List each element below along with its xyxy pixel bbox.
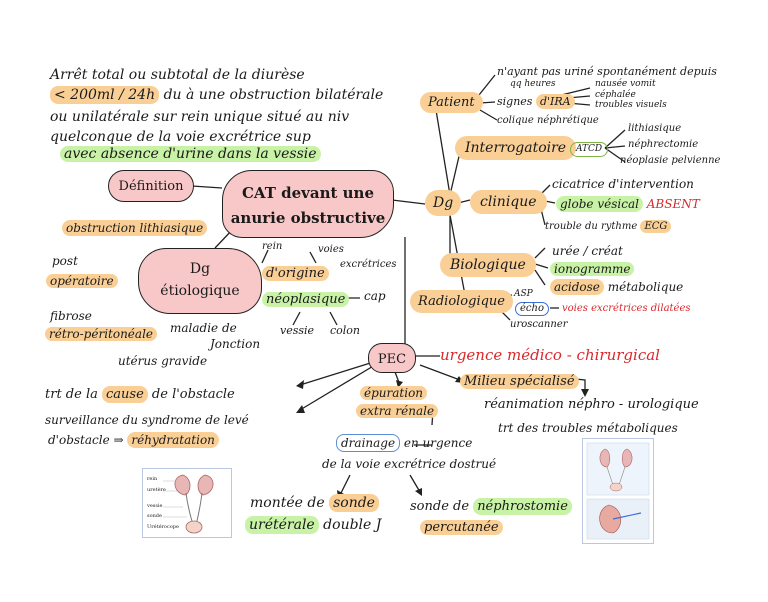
- definition-line-2: < 200ml / 24h du à une obstruction bilat…: [50, 86, 384, 104]
- etiology-post-line-2: opératoire: [46, 274, 118, 288]
- interrogatoire-node: Interrogatoire: [455, 136, 577, 160]
- center-topic-line-1: CAT devant une: [241, 184, 375, 202]
- atcd-label: ATCD: [570, 142, 609, 157]
- clinique-cicatrice: cicatrice d'intervention: [552, 177, 694, 191]
- pec-drainage: drainage en urgence: [336, 434, 472, 452]
- definition-line-4: quelconque de la voie excrétrice sup: [50, 129, 311, 145]
- etiology-voies-line-2: excrétrices: [340, 259, 397, 270]
- pec-trt-cause: trt de la cause de l'obstacle: [45, 386, 235, 403]
- sonde-nephrostomie-line-1: sonde de néphrostomie: [410, 498, 572, 515]
- atcd-item-3: néoplasie pelvienne: [620, 155, 721, 166]
- biologique-node: Biologique: [440, 253, 536, 277]
- definition-line-2-text: du à une obstruction bilatérale: [163, 87, 384, 103]
- pec-milieu-specialise: Milieu spécialisé: [460, 374, 579, 389]
- etiology-vessie: vessie: [280, 324, 315, 337]
- etiology-jonction-line-1: maladie de: [170, 321, 237, 335]
- center-topic-node: CAT devant une anurie obstructive: [222, 170, 394, 238]
- center-topic-line-2: anurie obstructive: [230, 209, 386, 227]
- etiology-fibrose-line-2: rétro-péritonéale: [45, 327, 158, 341]
- diagnosis-node: Dg: [425, 190, 462, 216]
- etiology-rein: rein: [262, 241, 283, 252]
- pec-node-label: PEC: [377, 352, 407, 367]
- etiology-neoplasique: néoplasique: [262, 292, 350, 307]
- radio-voies-dilatees: voies excrétrices dilatées: [562, 303, 691, 314]
- ill-label-sonde: sonde: [147, 513, 162, 519]
- patient-signes: signes d'IRA: [497, 94, 575, 109]
- sonde-uretrale-line-1: montée de sonde: [250, 494, 379, 512]
- radiologique-node: Radiologique: [410, 290, 513, 313]
- etiology-lithiasique: obstruction lithiasique: [62, 220, 208, 236]
- pec-surveillance-line-2: d'obstacle ⇒ réhydratation: [48, 432, 219, 448]
- ill-label-vessie: vessie: [147, 503, 163, 509]
- definition-line-5: avec absence d'urine dans la vessie: [60, 146, 321, 162]
- clinique-rythme: trouble du rythme ECG: [545, 220, 672, 233]
- etiology-node-line-2: étiologique: [160, 283, 240, 299]
- patient-troubles-visuels: troubles visuels: [595, 100, 667, 110]
- urine-volume-highlight: < 200ml / 24h: [50, 86, 160, 104]
- patient-no-urine-line-2: qq heures: [510, 79, 556, 89]
- ill-label-uretre: Urétérocope: [147, 524, 179, 530]
- ill-label-uretere: uretère: [147, 487, 166, 493]
- sonde-uretrale-line-2: urétérale double J: [245, 516, 381, 534]
- radio-asp: ASP: [514, 289, 533, 299]
- pec-trt-metaboliques: trt des troubles métaboliques: [498, 421, 678, 435]
- bio-uree: urée / créat: [552, 244, 623, 258]
- sonde-nephrostomie-line-2: percutanée: [420, 520, 503, 535]
- kidney-ureter-drawing: [163, 474, 214, 534]
- etiology-post-line-1: post: [52, 254, 78, 268]
- etiology-colon: colon: [330, 324, 361, 337]
- stent-illustration: rein uretère vessie sonde Urétérocope: [142, 468, 232, 538]
- radio-uroscanner: uroscanner: [510, 319, 568, 330]
- atcd-item-2: néphrectomie: [628, 139, 699, 150]
- pec-epuration-line-1: épuration: [360, 386, 428, 400]
- definition-line-1: Arrêt total ou subtotal de la diurèse: [50, 67, 305, 83]
- patient-nausee: nausée vomit: [595, 79, 656, 89]
- arrow-right-icon: ⇒: [113, 433, 128, 447]
- patient-cephalee: céphalée: [595, 90, 636, 100]
- etiology-jonction-line-2: Jonction: [210, 337, 261, 351]
- etiology-node-line-1: Dg: [189, 261, 211, 277]
- patient-node: Patient: [420, 92, 483, 113]
- bio-acidose: acidose métabolique: [550, 279, 683, 295]
- definition-node: Définition: [108, 170, 194, 202]
- clinique-globe: globe vésical ABSENT: [556, 196, 700, 212]
- definition-line-3: ou unilatérale sur rein unique situé au …: [50, 109, 350, 125]
- etiology-voies-line-1: voies: [318, 244, 344, 255]
- pec-urgence: urgence médico - chirurgical: [440, 346, 660, 364]
- patient-no-urine-line-1: n'ayant pas uriné spontanément depuis: [497, 65, 717, 78]
- pec-epuration-line-2: extra rénale: [356, 404, 439, 418]
- clinique-node: clinique: [470, 190, 547, 214]
- pec-node: PEC: [368, 343, 416, 373]
- etiology-fibrose-line-1: fibrose: [50, 309, 92, 323]
- radio-echo: écho: [515, 302, 549, 316]
- nephrostomy-illustration: [582, 438, 654, 544]
- pec-reanimation: réanimation néphro - urologique: [484, 397, 699, 412]
- etiology-uterus: utérus gravide: [118, 354, 208, 368]
- bio-ionogramme: ionogramme: [550, 262, 635, 276]
- patient-colique: colique néphrétique: [497, 115, 599, 126]
- nephrostomy-drawing: [586, 442, 650, 540]
- pec-surveillance-line-1: surveillance du syndrome de levé: [45, 413, 249, 427]
- etiology-cap: cap: [364, 289, 386, 303]
- atcd-item-1: lithiasique: [628, 123, 682, 134]
- etiology-node: Dg étiologique: [138, 248, 262, 314]
- pec-drainage-line-2: de la voie excrétrice dostrué: [322, 457, 497, 471]
- etiology-origine: d'origine: [262, 266, 329, 281]
- ill-label-rein: rein: [147, 476, 158, 482]
- definition-node-label: Définition: [118, 179, 184, 194]
